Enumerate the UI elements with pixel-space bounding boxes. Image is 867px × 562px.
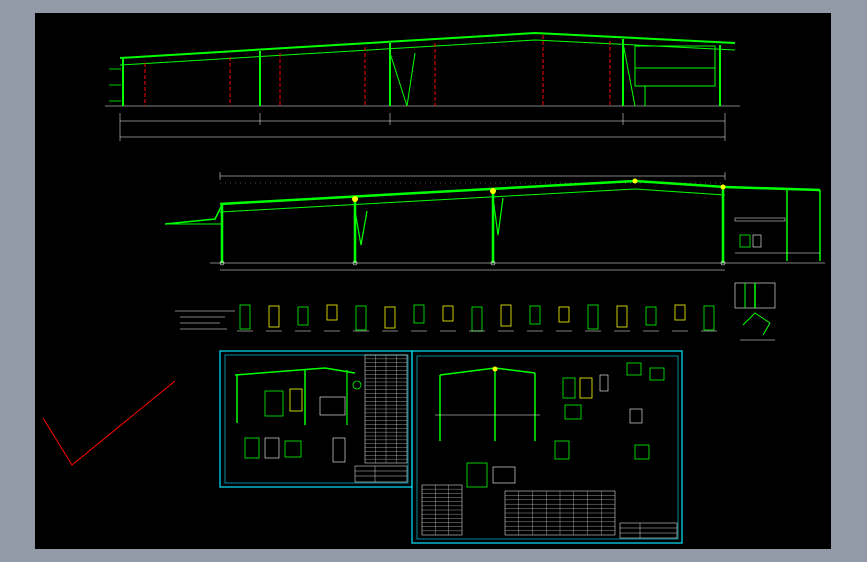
connection-detail: [616, 305, 628, 328]
drawing-sheet-2[interactable]: [411, 350, 683, 544]
canopy: [164, 204, 223, 225]
connection-detail: [500, 304, 512, 327]
connection-detail: [442, 305, 454, 322]
bracing: [622, 42, 636, 107]
mid-elevation: [164, 172, 825, 271]
connection-detail: [471, 306, 483, 332]
drawing-sheet-1[interactable]: [219, 350, 413, 488]
roof-line-lower: [119, 39, 736, 66]
detail-notes: [175, 310, 235, 330]
connection-detail: [529, 305, 541, 325]
member-table: [504, 490, 616, 536]
connection-detail: [674, 304, 686, 321]
connection-detail: [239, 304, 251, 330]
connection-detail: [413, 304, 425, 324]
connection-detail: [558, 306, 570, 323]
title-block: [354, 465, 408, 483]
connection-detail: [587, 304, 599, 330]
red-annotation: [42, 380, 176, 466]
bracing: [389, 52, 416, 107]
roof-line: [119, 31, 736, 59]
materials-table: [364, 354, 408, 464]
annex: [634, 45, 716, 87]
connection-detail: [384, 306, 396, 329]
sheet-border: [411, 350, 683, 544]
drawing-area[interactable]: [35, 13, 831, 549]
cad-model-space[interactable]: [35, 13, 831, 549]
title-block: [619, 522, 678, 539]
sheet-border: [219, 350, 413, 488]
bolt-table: [421, 484, 463, 536]
connection-detail: [703, 305, 715, 331]
top-elevation: [105, 31, 740, 141]
connection-detail: [645, 306, 657, 326]
rafter: [219, 179, 821, 206]
connection-detail: [297, 306, 309, 326]
connection-detail: [355, 305, 367, 331]
section-detail: [734, 282, 776, 341]
details-row: [237, 304, 717, 332]
connection-detail: [326, 304, 338, 321]
connection-detail: [268, 305, 280, 328]
